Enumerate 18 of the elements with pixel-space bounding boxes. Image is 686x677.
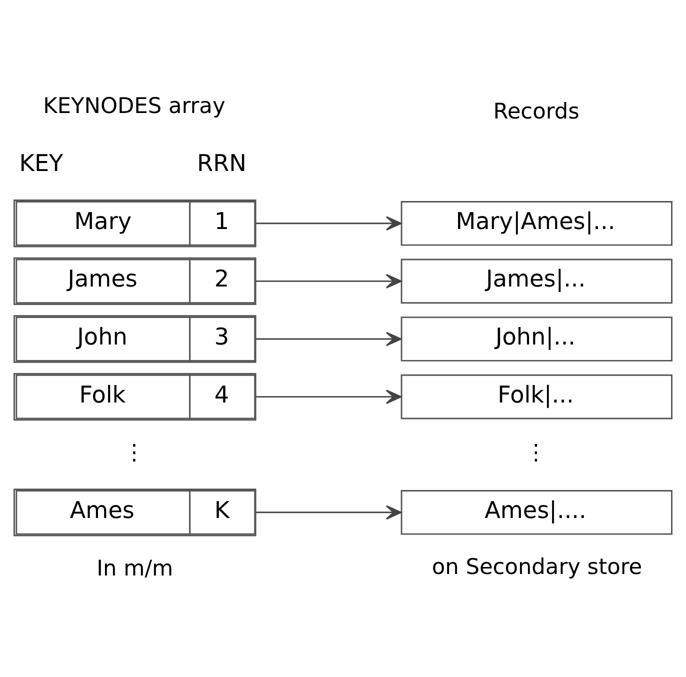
arrow xyxy=(256,273,402,288)
node-box: Ames|.... xyxy=(400,490,672,534)
arrow xyxy=(256,389,402,404)
node-box: Mary|Ames|... xyxy=(400,200,672,246)
node-box: John|... xyxy=(400,316,672,361)
label: on Secondary store xyxy=(432,554,642,580)
arrow xyxy=(256,504,402,520)
label: In m/m xyxy=(96,556,174,581)
label: ⋮ xyxy=(525,440,547,466)
label: KEYNODES array xyxy=(43,93,226,118)
label: KEY xyxy=(19,150,64,177)
label: Records xyxy=(493,99,580,124)
label: RRN xyxy=(197,150,246,177)
arrow xyxy=(256,331,402,346)
arrow xyxy=(256,216,402,230)
node-box: Folk|... xyxy=(400,374,672,419)
node-box: James|... xyxy=(400,258,672,304)
label: ⋮ xyxy=(123,440,146,466)
